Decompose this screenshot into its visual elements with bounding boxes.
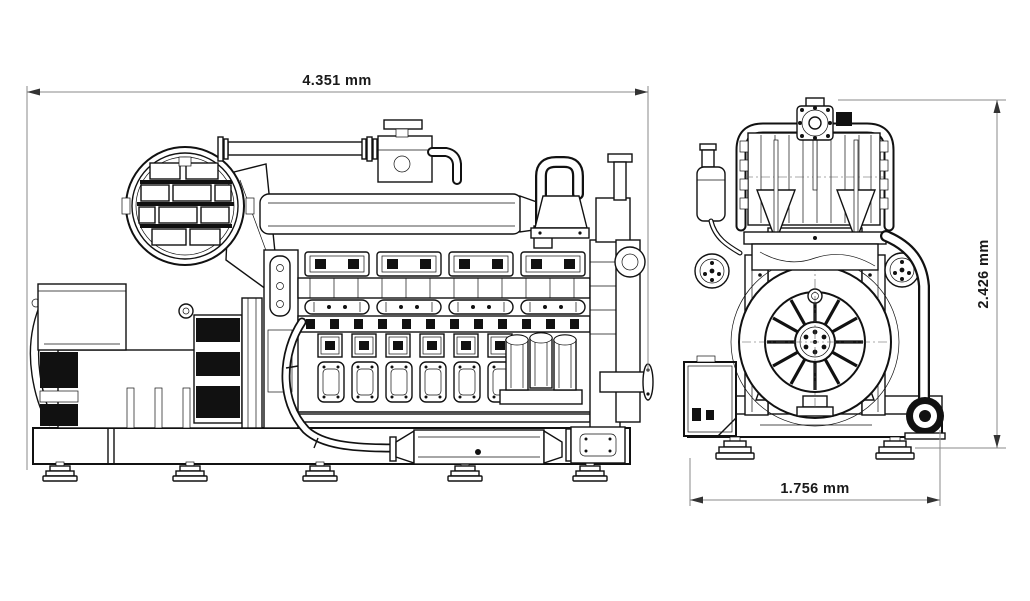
side-view xyxy=(29,119,654,482)
engine-rear-housing xyxy=(589,153,654,429)
dimension-front-height: 2.426 mm xyxy=(838,99,1006,449)
circular-cooler xyxy=(121,146,277,294)
right-downpipe xyxy=(880,230,946,440)
dimension-side-width: 4.351 mm xyxy=(26,73,649,470)
dimension-label-front-height: 2.426 mm xyxy=(976,239,992,308)
dimension-label-front-width: 1.756 mm xyxy=(780,481,849,497)
flywheel-housing xyxy=(730,257,900,427)
exhaust-elbow-funnel xyxy=(530,156,590,239)
dimension-front-width: 1.756 mm xyxy=(689,430,941,506)
control-box xyxy=(683,355,737,437)
charge-air-pipe xyxy=(259,193,553,249)
top-exhaust-pipe xyxy=(217,119,462,185)
skid-muffler xyxy=(389,426,626,465)
expansion-tank xyxy=(696,143,743,256)
top-flange-fitting xyxy=(796,97,852,141)
charge-cooler-assembly xyxy=(735,122,895,271)
oil-filter-canisters xyxy=(499,332,583,405)
front-mounting-feet xyxy=(715,436,915,460)
dimension-label-side-width: 4.351 mm xyxy=(302,73,371,89)
coolant-hose xyxy=(281,317,397,453)
front-view xyxy=(683,97,946,460)
generator-assembly xyxy=(29,283,263,429)
left-pulley xyxy=(694,253,730,289)
